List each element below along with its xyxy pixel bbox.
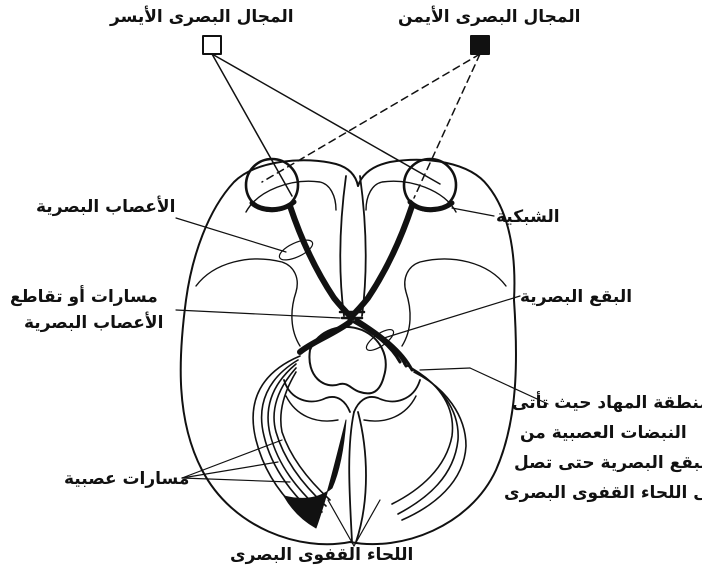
right-field-rays [262,54,480,198]
occipital-curve-right [364,396,416,421]
right-eye-retina [410,202,452,210]
left-visual-field-label: المجال البصرى الأيسر [110,6,294,28]
label-pointer-lines [176,208,548,546]
midline-fissure [340,176,365,316]
right-visual-field-label: المجال البصرى الأيمن [398,6,580,28]
midbrain-right [354,380,420,412]
left-visual-field-square [203,36,221,54]
thalamus-label-line2: النبضات العصبية من [520,422,687,444]
thalamus-label-line1: منطقة المهاد حيث تأتى [512,392,702,414]
temporal-contour-left [196,259,300,346]
thalamus-label-line4: إلى اللحاء القفوى البصرى [504,482,702,504]
temporal-contour-right [402,259,506,346]
crossing-label-line2: الأعصاب البصرية [24,312,163,334]
brain-outline [181,160,516,544]
crossing-label-line1: مسارات أو تقاطع [10,286,158,308]
visual-cortex-label: اللحاء القفوى البصرى [230,544,413,566]
occipital-curve-left [286,396,338,421]
optic-spot-label: البقع البصرية [520,286,632,308]
neural-paths-label: مسارات عصبية [64,468,189,490]
optic-radiation-right [392,364,466,520]
occipital-fissure [349,412,366,542]
optic-nerves-label: الأعصاب البصرية [36,196,175,218]
retina-label: الشبكية [496,206,560,228]
visual-cortex-left-fill [284,420,346,528]
right-visual-field-square [471,36,489,54]
thalamus-label-line3: البقع البصرية حتى تصل [514,452,702,474]
right-optic-nerve [350,206,412,318]
